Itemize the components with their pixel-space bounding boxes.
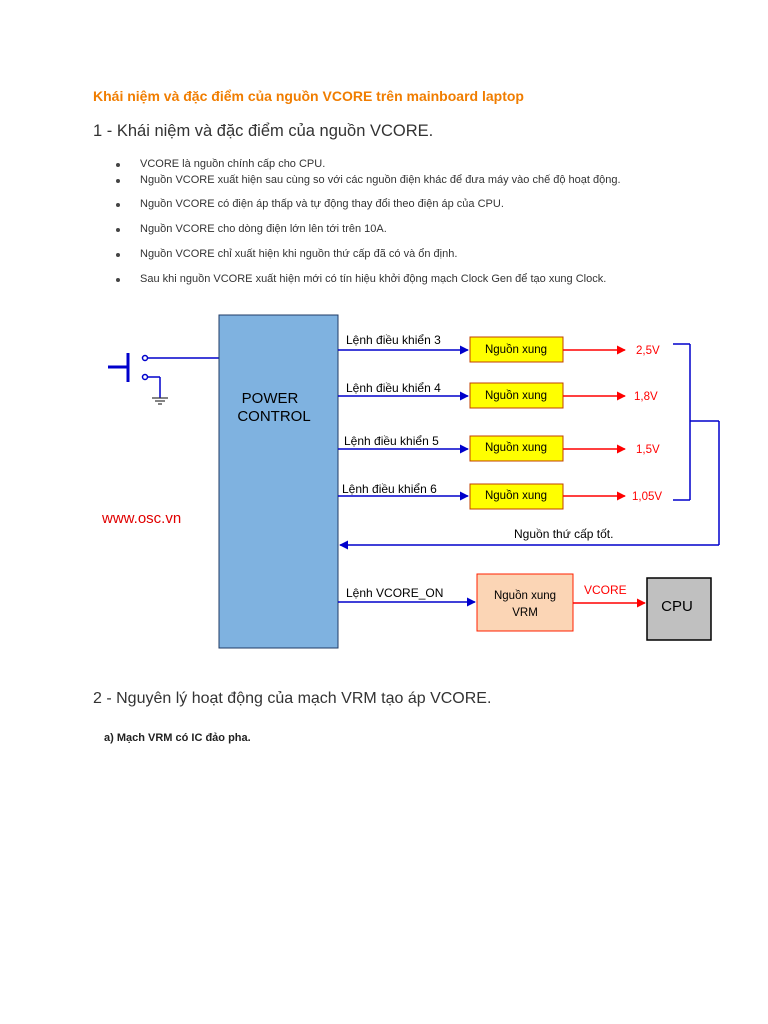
vcore-on-label: Lệnh VCORE_ON: [346, 586, 443, 600]
command-label: Lệnh điều khiển 6: [342, 482, 437, 496]
page-title: Khái niệm và đặc điểm của nguồn VCORE tr…: [93, 88, 524, 104]
bullet-icon: [116, 203, 120, 207]
switching-supply-box: [469, 483, 564, 510]
vrm-box: [476, 573, 574, 632]
command-label: Lệnh điều khiển 4: [346, 381, 441, 395]
vrm-label: Nguồn xung: [494, 590, 556, 602]
switching-supply-label: Nguồn xung: [485, 344, 547, 356]
voltage-label: 1,05V: [632, 491, 662, 503]
cpu-label: CPU: [661, 598, 693, 615]
power-control-block: [218, 314, 339, 649]
power-switch: [108, 353, 219, 398]
switching-supply-label: Nguồn xung: [485, 442, 547, 454]
watermark-url: www.osc.vn: [101, 510, 181, 527]
vrm-label: VRM: [512, 607, 538, 619]
command-label: Lệnh điều khiển 3: [346, 333, 441, 347]
power-sequence-diagram: POWER CONTROL www.osc.vn Lệnh điều khiển…: [101, 314, 720, 649]
bullet-icon: [116, 253, 120, 257]
command-label: Lệnh điều khiển 5: [344, 434, 439, 448]
section-2-heading: 2 - Nguyên lý hoạt động của mạch VRM tạo…: [93, 690, 492, 707]
voltage-label: 1,5V: [636, 444, 660, 456]
power-control-label: POWER: [242, 390, 299, 407]
output-bracket: [673, 343, 720, 545]
switching-supply-box: [469, 435, 564, 462]
bullet-icon: [116, 278, 120, 282]
bullet-icon: [116, 228, 120, 232]
section-1-heading: 1 - Khái niệm và đặc điểm của nguồn VCOR…: [93, 122, 434, 140]
section-2a-subheading: a) Mạch VRM có IC đảo pha.: [104, 732, 251, 744]
switching-supply-label: Nguồn xung: [485, 390, 547, 402]
cpu-block: [646, 577, 712, 641]
ground-icon: [152, 397, 168, 405]
switching-supply-box: [469, 382, 564, 409]
power-control-label: CONTROL: [237, 408, 310, 425]
bullet-icon: [116, 163, 120, 167]
vcore-label: VCORE: [584, 583, 627, 597]
switching-supply-label: Nguồn xung: [485, 490, 547, 502]
bullet-icon: [116, 179, 120, 183]
voltage-label: 1,8V: [634, 391, 658, 403]
feedback-label: Nguồn thứ cấp tốt.: [514, 527, 613, 541]
voltage-label: 2,5V: [636, 345, 660, 357]
